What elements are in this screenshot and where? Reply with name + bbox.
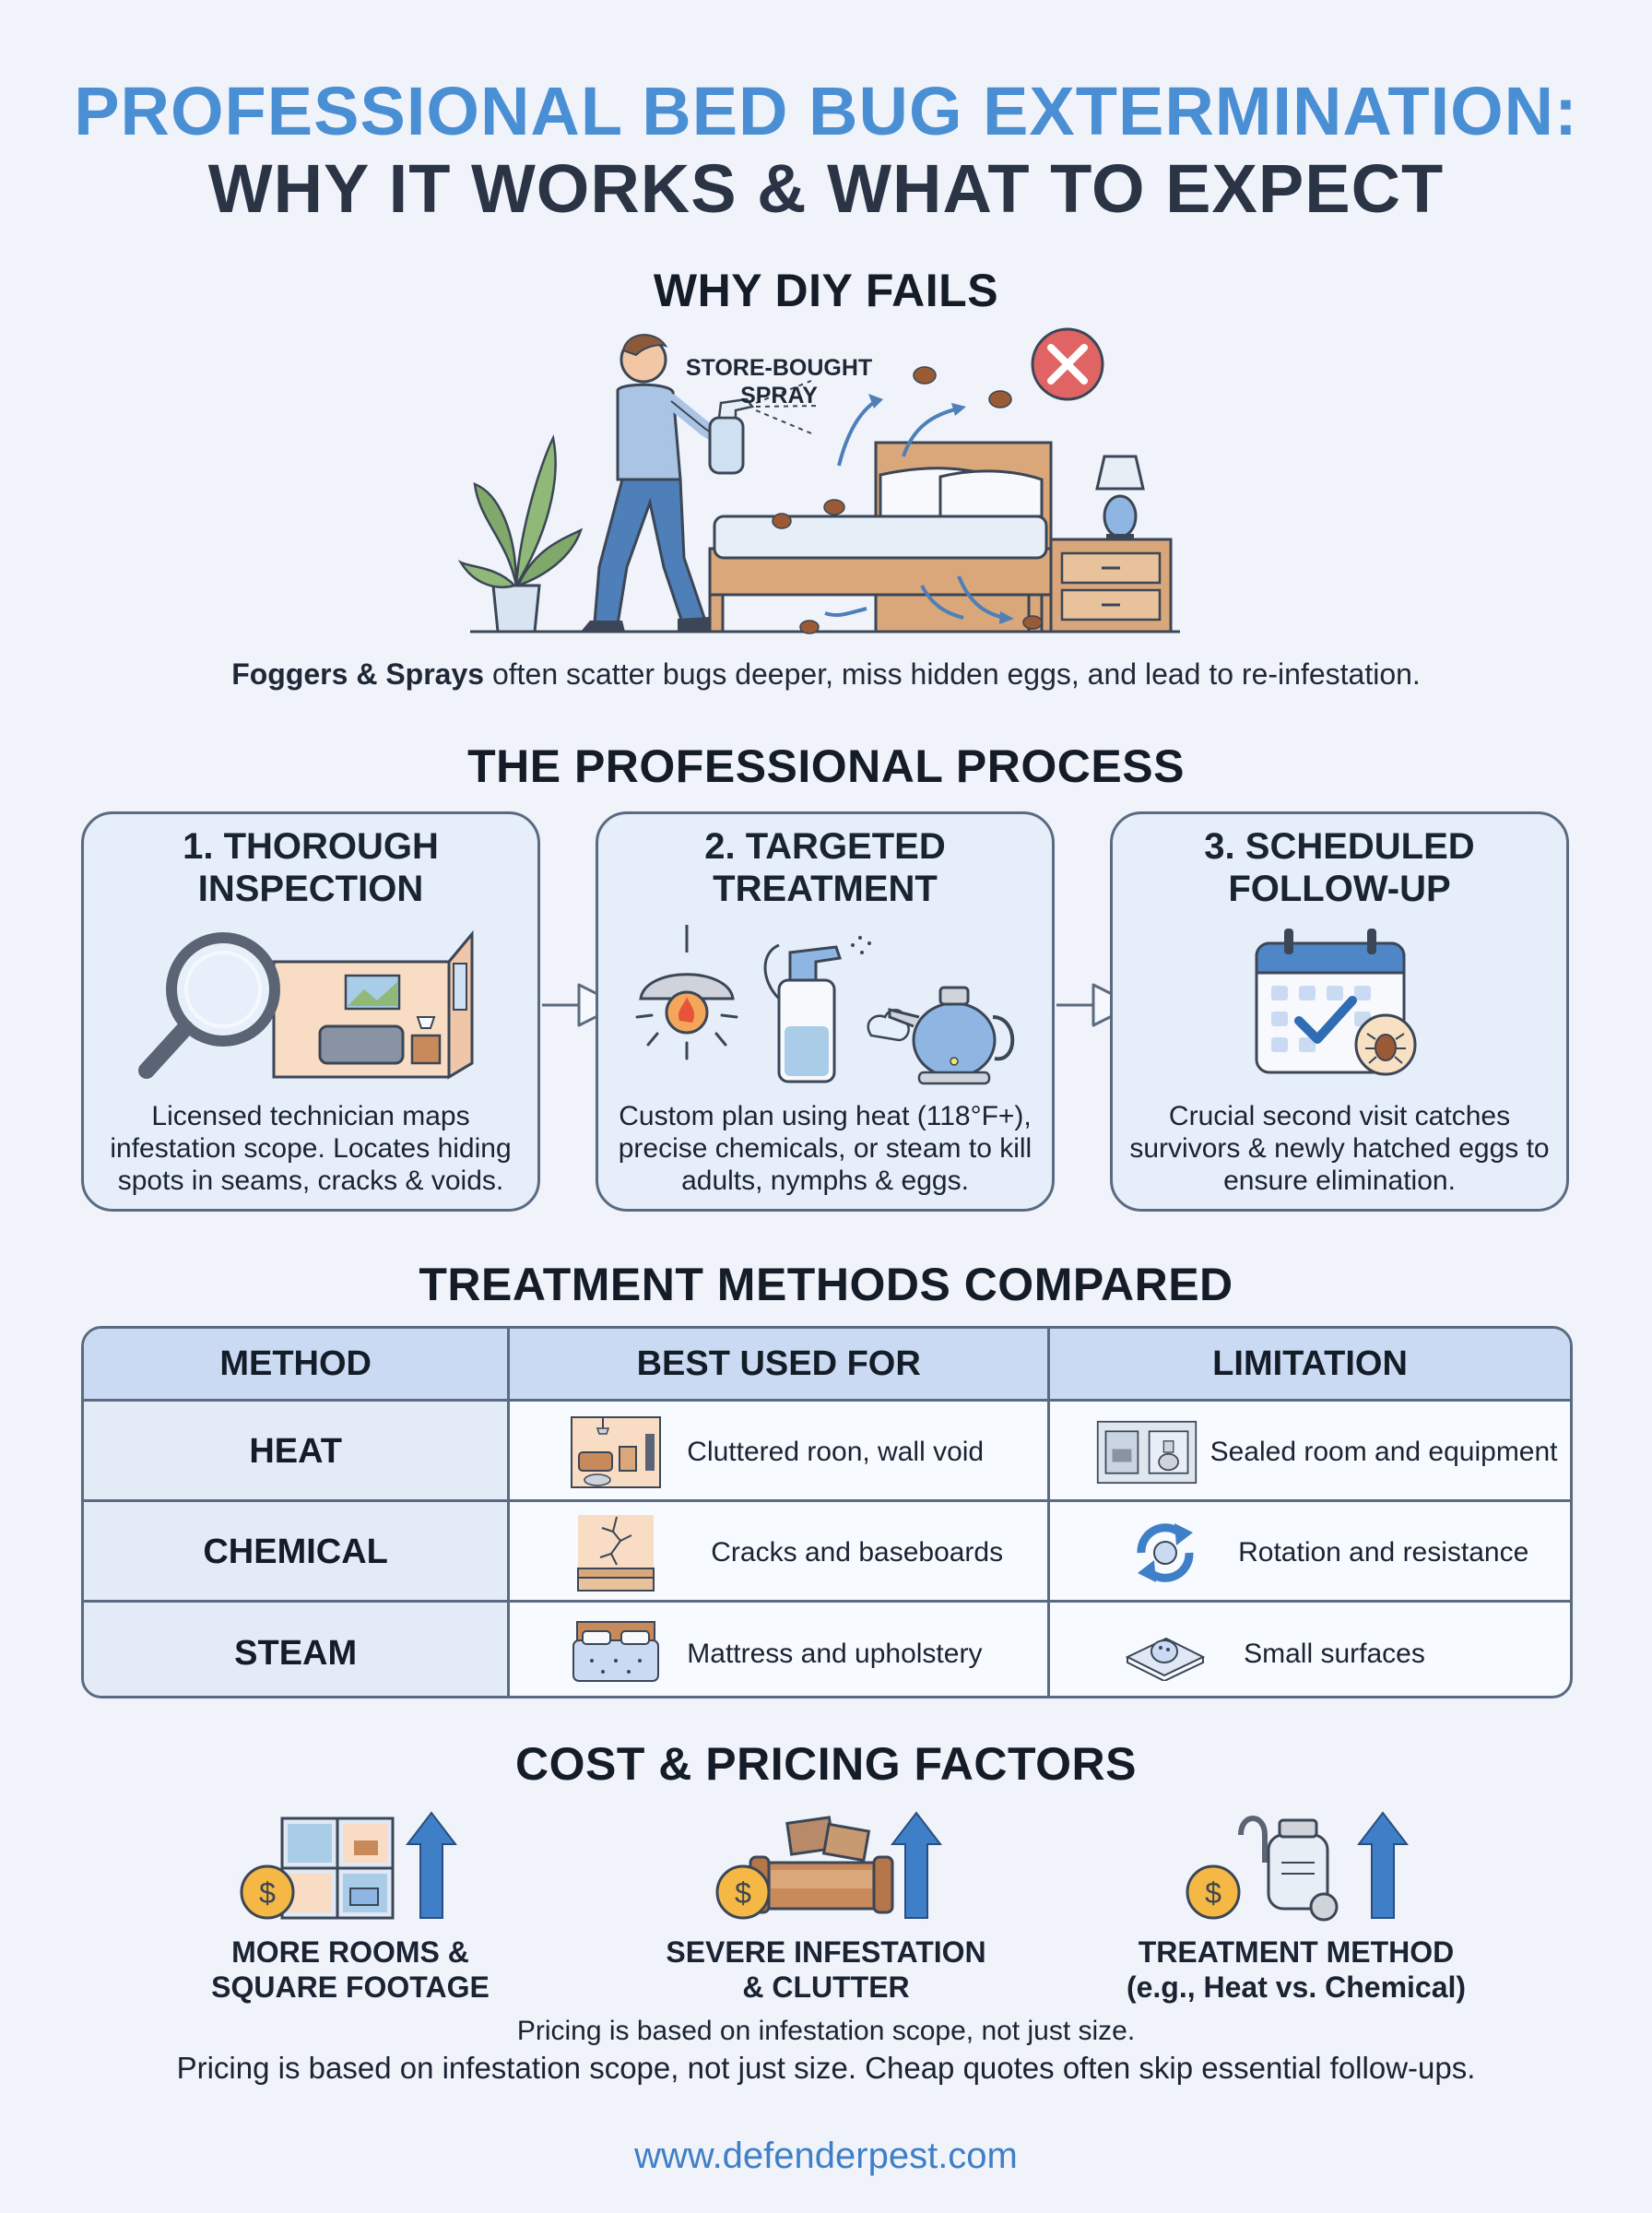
cluttered-room-icon [571, 1415, 662, 1488]
person-spraying-icon [581, 334, 821, 632]
card-title-line1: 1. THOROUGH [183, 826, 439, 867]
card-description: Custom plan using heat (118°F+), precise… [618, 1101, 1032, 1196]
website-link[interactable]: www.defenderpest.com [634, 2136, 1018, 2176]
page-title-line2: WHY IT WORKS & WHAT TO EXPECT [207, 150, 1445, 227]
spray-label-line1: STORE-BOUGHT [686, 355, 872, 381]
page-title-line1: PROFESSIONAL BED BUG EXTERMINATION: [74, 73, 1578, 149]
section-title-diy: WHY DIY FAILS [653, 265, 999, 316]
section-title-process: THE PROFESSIONAL PROCESS [467, 740, 1185, 792]
column-header-best-used-for: BEST USED FOR [510, 1329, 1051, 1399]
rotation-arrows-icon [1137, 1522, 1194, 1582]
card-description: Crucial second visit catches survivors &… [1129, 1101, 1550, 1196]
sealed-room-icon [1096, 1420, 1198, 1484]
spray-label-line2: SPRAY [740, 383, 818, 408]
scatter-arrow-icon [824, 399, 1006, 620]
card-title-line2: INSPECTION [197, 869, 424, 909]
card-title-line1: 2. TARGETED [704, 826, 946, 867]
best-used-for-text: Cracks and baseboards [711, 1537, 1004, 1568]
cost-factor-infestation: $ SEVERE INFESTATION & CLUTTER [632, 1807, 1020, 2005]
comparison-table: METHOD BEST USED FOR LIMITATION HEAT Clu… [81, 1326, 1573, 1698]
magnifier-room-icon [138, 929, 474, 1080]
cost-label-line2: (e.g., Heat vs. Chemical) [1126, 1970, 1467, 2004]
best-used-for-text: Cluttered roon, wall void [687, 1437, 985, 1467]
bed-bug-icon [772, 366, 1043, 634]
svg-text:$: $ [1205, 1876, 1221, 1910]
card-title-line2: FOLLOW-UP [1228, 869, 1451, 909]
svg-text:$: $ [259, 1876, 276, 1910]
svg-text:$: $ [735, 1876, 751, 1910]
cost-label-line1: MORE ROOMS & [231, 1935, 469, 1969]
cost-factor-rooms: $ MORE ROOMS & SQUARE FOOTAGE [157, 1807, 544, 2005]
small-surface-icon [1125, 1637, 1206, 1681]
diy-illustration: STORE-BOUGHT SPRAY [457, 327, 1180, 634]
table-header-row: METHOD BEST USED FOR LIMITATION [84, 1329, 1570, 1399]
process-card-treatment: 2. TARGETED TREATMENT Custom plan using … [596, 811, 1055, 1212]
best-used-for-text: Mattress and upholstery [687, 1638, 983, 1669]
card-description: Licensed technician maps infestation sco… [110, 1101, 512, 1196]
table-row: STEAM Mattress and upholstery [84, 1600, 1570, 1696]
fail-x-icon [1031, 327, 1104, 401]
process-card-inspection: 1. THOROUGH INSPECTION Licensed technici… [81, 811, 540, 1212]
cost-factor-method: $ TREATMENT METHOD (e.g., Heat vs. Chemi… [1103, 1807, 1490, 2005]
column-header-method: METHOD [84, 1329, 511, 1399]
bed-icon [708, 441, 1053, 633]
method-name: CHEMICAL [203, 1533, 388, 1571]
cost-label-line1: SEVERE INFESTATION [666, 1935, 986, 1969]
crack-baseboard-icon [577, 1514, 655, 1592]
pricing-note-short: Pricing is based on infestation scope, n… [516, 2016, 1136, 2046]
limitation-text: Small surfaces [1244, 1638, 1425, 1669]
heat-spray-steamer-icon [635, 925, 1015, 1085]
limitation-text: Rotation and resistance [1238, 1537, 1529, 1568]
diy-caption-rest: often scatter bugs deeper, miss hidden e… [484, 657, 1421, 691]
clutter-price-up-icon: $ [715, 1811, 943, 1920]
pricing-note-full: Pricing is based on infestation scope, n… [176, 2051, 1476, 2085]
method-name: HEAT [249, 1432, 342, 1471]
card-title: 1. THOROUGH INSPECTION [84, 825, 537, 910]
section-title-comparison: TREATMENT METHODS COMPARED [419, 1259, 1233, 1310]
rooms-price-up-icon: $ [240, 1811, 458, 1920]
cost-label-line1: TREATMENT METHOD [1138, 1935, 1455, 1969]
column-header-limitation: LIMITATION [1212, 1343, 1408, 1383]
limitation-text: Sealed room and equipment [1210, 1437, 1558, 1467]
card-title-line2: TREATMENT [713, 869, 938, 909]
mattress-icon [572, 1621, 660, 1682]
process-card-follow-up: 3. SCHEDULED FOLLOW-UP Crucial second vi… [1110, 811, 1569, 1212]
plant-icon [457, 434, 584, 633]
cost-label-line2: SQUARE FOOTAGE [211, 1970, 490, 2004]
card-title-line1: 3. SCHEDULED [1204, 826, 1475, 867]
table-row: HEAT Cluttered roon, wall void [84, 1399, 1570, 1502]
table-row: CHEMICAL Cracks and baseboards [84, 1499, 1570, 1603]
cost-label-line2: & CLUTTER [742, 1970, 910, 2004]
calendar-check-icon [1255, 929, 1417, 1076]
section-title-cost: COST & PRICING FACTORS [514, 1738, 1137, 1790]
equipment-price-up-icon: $ [1186, 1811, 1410, 1922]
card-title: 3. SCHEDULED FOLLOW-UP [1113, 825, 1566, 910]
method-name: STEAM [234, 1633, 358, 1673]
diy-caption-bold: Foggers & Sprays [231, 657, 485, 691]
nightstand-icon [1049, 455, 1173, 633]
diy-caption: Foggers & Sprays often scatter bugs deep… [0, 657, 1652, 692]
card-title: 2. TARGETED TREATMENT [598, 825, 1052, 910]
